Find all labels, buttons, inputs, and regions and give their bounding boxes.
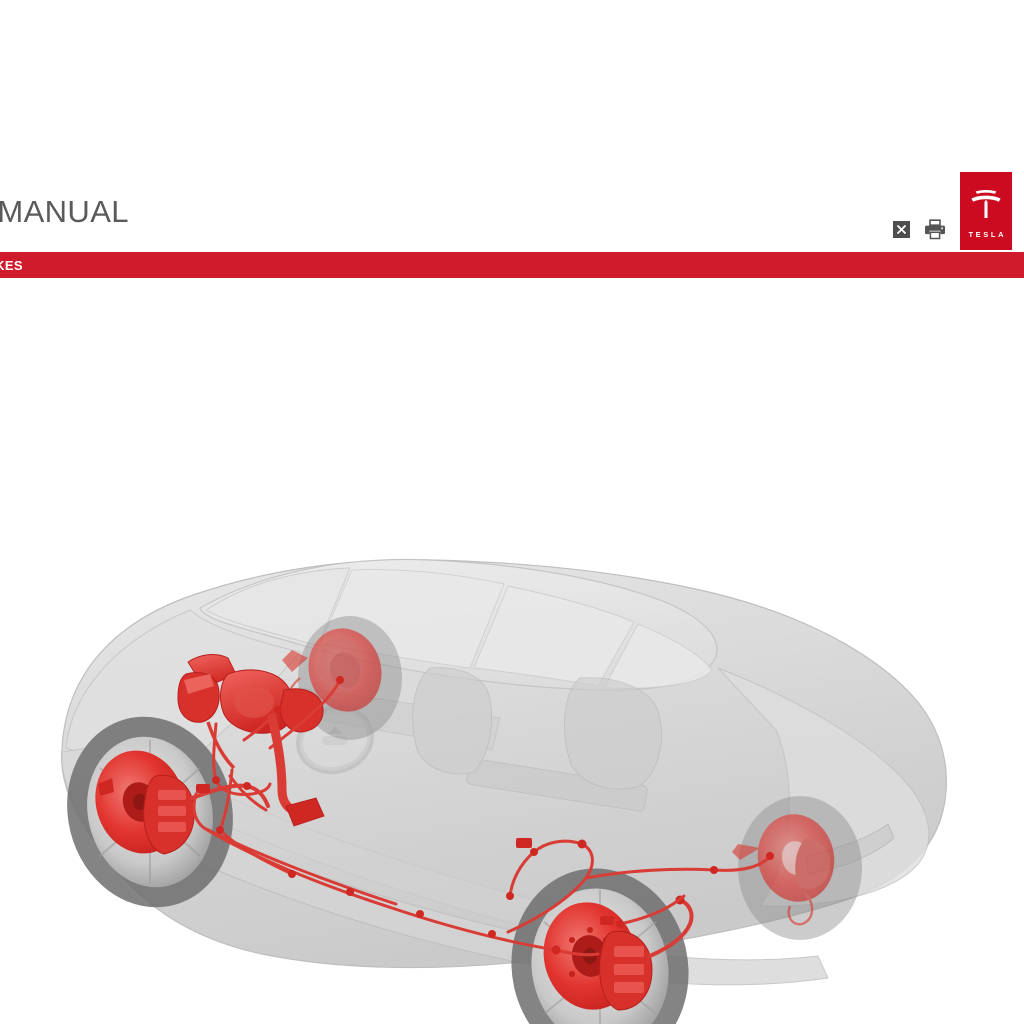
header-toolbar: TESLA <box>893 170 1012 250</box>
brake-system-illustration <box>0 278 1024 1024</box>
rear-right-brake-assembly <box>732 814 835 926</box>
tesla-t-logo-icon <box>971 189 1001 218</box>
front-right-brake-assembly <box>282 628 382 719</box>
brake-system-diagram <box>60 558 947 1024</box>
section-title: MODEL 3 - BRAKES <box>0 257 23 273</box>
brake-line-clips <box>196 676 774 955</box>
close-button[interactable] <box>893 221 910 238</box>
brake-booster-master-cylinder-assembly <box>177 654 325 827</box>
tesla-wordmark: TESLA <box>968 230 1007 239</box>
front-left-brake-assembly <box>95 750 270 855</box>
rear-left-brake-assembly <box>543 895 694 1011</box>
printer-icon <box>925 218 945 239</box>
top-white-gutter <box>0 0 1024 160</box>
print-button[interactable] <box>924 218 946 240</box>
close-icon <box>897 225 906 234</box>
page-title: SERVICE MANUAL <box>0 194 129 229</box>
tesla-logo-block[interactable]: TESLA <box>960 172 1012 250</box>
section-title-bar: MODEL 3 - BRAKES <box>0 252 1024 278</box>
document-header: SERVICE MANUAL <box>0 160 1024 252</box>
